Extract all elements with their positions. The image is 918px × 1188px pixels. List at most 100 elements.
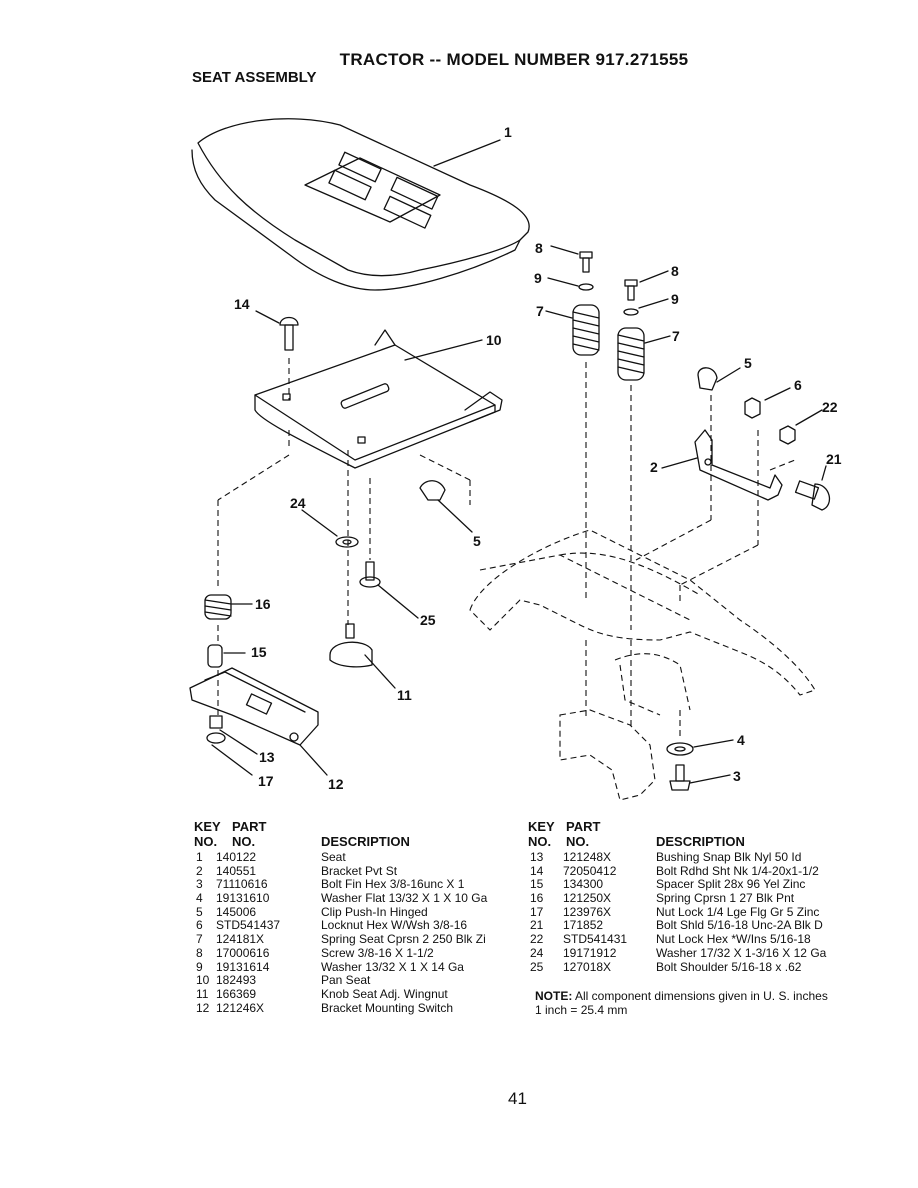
key-number: 5 <box>196 904 203 919</box>
callout-15: 15 <box>251 644 267 660</box>
callout-16: 16 <box>255 596 271 612</box>
table-row: 2 140551 Bracket Pvt St <box>194 863 514 879</box>
bolt-14-part <box>255 310 299 351</box>
key-number: 24 <box>530 945 544 960</box>
callout-5-left: 5 <box>473 533 481 549</box>
part-number: 17000616 <box>216 945 270 960</box>
header-part: PART <box>232 819 267 834</box>
table-row: 8 17000616 Screw 3/8-16 X 1-1/2 <box>194 945 514 961</box>
part-description: Bushing Snap Blk Nyl 50 Id <box>656 850 802 864</box>
part-number: STD541437 <box>216 918 281 933</box>
part-number: 166369 <box>216 986 257 1001</box>
part-description: Clip Push-In Hinged <box>321 904 428 919</box>
part-number: 124181X <box>216 932 265 947</box>
spacer-15 <box>207 644 246 668</box>
part-number: 121246X <box>216 1000 265 1015</box>
callout-11: 11 <box>397 687 412 703</box>
part-description: Bolt Fin Hex 3/8-16unc X 1 <box>321 877 465 892</box>
washer-4 <box>666 739 734 756</box>
header-no: NO. <box>194 834 218 849</box>
part-number: 19131610 <box>216 891 270 906</box>
callout-7-left: 7 <box>536 303 544 319</box>
callout-6: 6 <box>794 377 802 393</box>
locknut-6 <box>744 387 791 419</box>
pan-seat-part <box>254 329 503 469</box>
part-number: 19131614 <box>216 959 270 974</box>
page-title: TRACTOR -- MODEL NUMBER 917.271555 <box>339 50 689 69</box>
header-key: KEY <box>528 819 555 834</box>
bolt-21 <box>794 465 831 511</box>
section-title: SEAT ASSEMBLY <box>192 69 317 86</box>
key-number: 3 <box>196 877 203 892</box>
callout-17: 17 <box>258 773 274 789</box>
part-number: 134300 <box>563 877 604 892</box>
note-text: All component dimensions given in U. S. … <box>535 989 828 1017</box>
clip-5-left <box>419 480 473 533</box>
callout-7-right: 7 <box>672 328 680 344</box>
part-number: 121248X <box>563 850 612 864</box>
part-number: 145006 <box>216 904 257 919</box>
key-number: 21 <box>530 918 544 933</box>
callout-13: 13 <box>259 749 275 765</box>
callout-9-left: 9 <box>534 270 542 286</box>
bolt-3 <box>669 764 731 791</box>
key-number: 7 <box>196 932 203 947</box>
part-description: Bracket Mounting Switch <box>321 1000 454 1015</box>
callout-1: 1 <box>504 124 512 140</box>
part-number: 123976X <box>563 904 612 919</box>
knob-11 <box>329 623 396 689</box>
key-number: 8 <box>196 945 203 960</box>
header-part: PART <box>566 819 601 834</box>
callout-25: 25 <box>420 612 436 628</box>
spring-stack-left <box>545 245 600 356</box>
part-description: Bolt Shoulder 5/16-18 x .62 <box>656 959 802 974</box>
header-part-no: NO. <box>232 834 256 849</box>
part-description: Spring Cprsn 1 27 Blk Pnt <box>656 891 795 906</box>
callout-8-right: 8 <box>671 263 679 279</box>
bushing-13 <box>209 715 258 755</box>
part-description: Bolt Shld 5/16-18 Unc-2A Blk D <box>656 918 823 933</box>
part-number: 182493 <box>216 973 257 988</box>
key-number: 6 <box>196 918 203 933</box>
part-description: Seat <box>321 850 346 864</box>
key-number: 1 <box>196 850 203 864</box>
callout-9-right: 9 <box>671 291 679 307</box>
part-description: Spacer Split 28x 96 Yel Zinc <box>656 877 806 892</box>
dimension-note: NOTE: All component dimensions given in … <box>535 989 835 1017</box>
part-description: Pan Seat <box>321 973 371 988</box>
seat-part <box>191 118 530 291</box>
key-number: 13 <box>530 850 544 864</box>
table-row: 12 121246X Bracket Mounting Switch <box>194 1000 514 1016</box>
note-label: NOTE: <box>535 989 573 1003</box>
clip-5-right <box>697 367 741 391</box>
key-number: 15 <box>530 877 544 892</box>
callout-12: 12 <box>328 776 344 792</box>
nut-22 <box>779 409 823 445</box>
key-number: 2 <box>196 863 203 878</box>
part-description: Bolt Rdhd Sht Nk 1/4-20x1-1/2 <box>656 863 819 878</box>
header-no: NO. <box>528 834 552 849</box>
callout-5-right: 5 <box>744 355 752 371</box>
bracket-2 <box>661 429 783 501</box>
part-number: 140551 <box>216 863 257 878</box>
key-number: 12 <box>196 1000 210 1015</box>
callout-3: 3 <box>733 768 741 784</box>
callout-22: 22 <box>822 399 838 415</box>
callout-10: 10 <box>486 332 502 348</box>
part-description: Bracket Pvt St <box>321 863 398 878</box>
callout-24: 24 <box>290 495 306 511</box>
part-description: Screw 3/8-16 X 1-1/2 <box>321 945 434 960</box>
key-number: 25 <box>530 959 544 974</box>
seat-assembly-diagram: 1 2 3 4 5 5 6 7 7 8 8 9 9 10 11 12 13 14… <box>189 118 842 801</box>
